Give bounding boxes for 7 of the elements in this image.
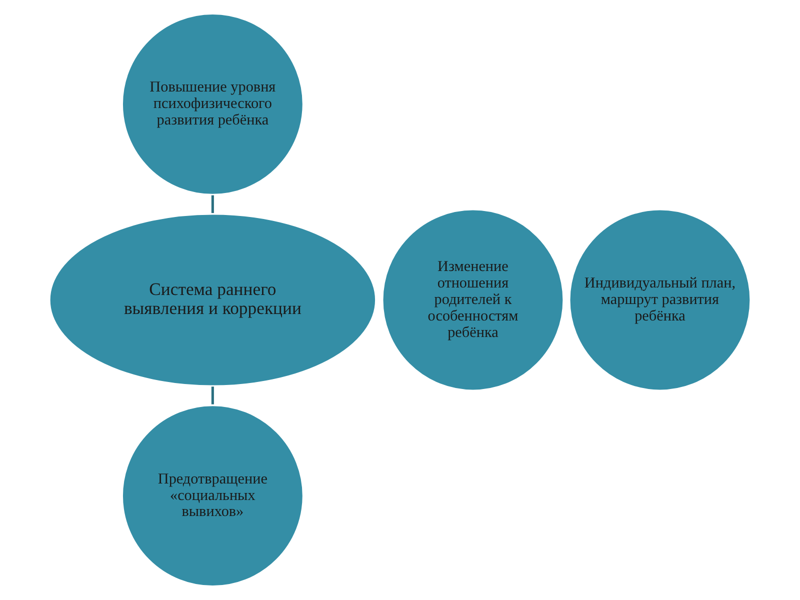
connector	[211, 195, 214, 214]
node-circle: Повышение уровня психофизического развития ребёнка	[120, 12, 305, 196]
node-circle: Индивидуальный план, маршрут развития ребёнка	[568, 208, 752, 392]
node-ellipse: Система раннего выявления и коррекции	[48, 212, 378, 388]
node-circle: Предотвращение «социальных вывихов»	[120, 404, 305, 588]
node-circle: Изменение отношения родителей к особенностям ребёнка	[380, 208, 566, 392]
connector	[211, 386, 214, 404]
